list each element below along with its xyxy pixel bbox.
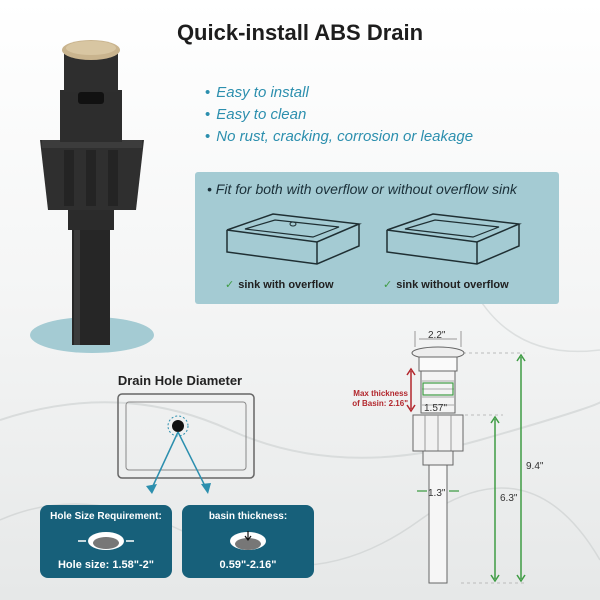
page-title: Quick-install ABS Drain xyxy=(176,20,424,45)
sink-compatibility-panel: • Fit for both with overflow or without … xyxy=(195,172,559,304)
max-thickness-label: Max thickness of Basin: 2.16" xyxy=(352,389,408,408)
inner-width-label: 1.57" xyxy=(424,403,448,414)
hole-size-card: Hole Size Requirement: Hole size: 1.58"-… xyxy=(40,505,172,578)
dimension-diagram xyxy=(406,331,526,584)
cap-width-label: 2.2" xyxy=(428,330,446,341)
feature-item: •No rust, cracking, corrosion or leakage xyxy=(205,128,474,145)
drain-product-image xyxy=(30,40,154,353)
sink-with-overflow-icon xyxy=(226,213,362,265)
tail-height-label: 6.3" xyxy=(500,493,518,504)
basin-thickness-icon xyxy=(230,531,266,550)
basin-hole-diagram xyxy=(117,393,255,494)
sink-without-overflow-icon xyxy=(386,213,522,265)
panel-heading: • Fit for both with overflow or without … xyxy=(207,181,517,197)
pipe-width-label: 1.3" xyxy=(428,488,446,499)
sink-without-overflow-label: ✓sink without overflow xyxy=(383,279,509,291)
feature-item: •Easy to clean xyxy=(205,106,307,123)
total-height-label: 9.4" xyxy=(526,461,544,472)
basin-thickness-card: basin thickness: 0.59"-2.16" xyxy=(182,505,314,578)
feature-item: •Easy to install xyxy=(205,84,309,101)
sink-with-overflow-label: ✓sink with overflow xyxy=(225,279,334,291)
drain-hole-title: Drain Hole Diameter xyxy=(117,373,243,388)
hole-size-icon xyxy=(78,532,134,550)
